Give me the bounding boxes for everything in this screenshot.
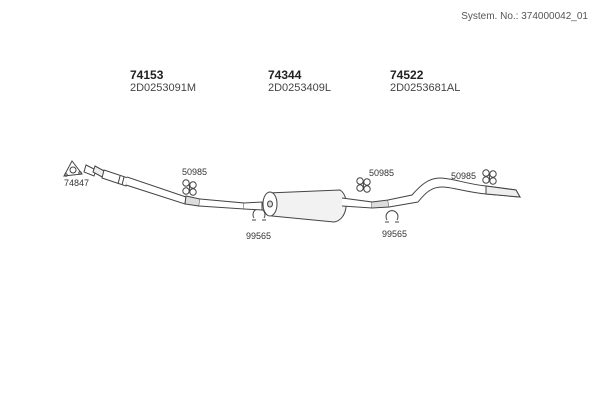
- rubber-hanger-icon: [182, 179, 197, 196]
- pipe-clamp-icon: [385, 210, 399, 223]
- rubber-hanger-icon: [356, 177, 371, 193]
- hanger-mid-label: 50985: [369, 168, 395, 178]
- tail-pipe: [371, 177, 521, 209]
- part-number: 74344: [268, 68, 302, 82]
- oem-code: 2D0253681AL: [390, 82, 461, 94]
- system-label: System. No.:: [461, 11, 519, 22]
- hanger-front-label: 50985: [182, 167, 208, 177]
- system-value: 374000042_01: [521, 11, 588, 22]
- hanger-rear-label: 50985: [451, 171, 477, 181]
- part-number: 74522: [390, 68, 424, 82]
- part-number: 74153: [130, 68, 164, 82]
- oem-code: 2D0253091M: [130, 82, 197, 94]
- oem-code: 2D0253409L: [268, 82, 332, 94]
- rubber-hanger-icon: [482, 169, 497, 185]
- gasket-label: 74847: [64, 178, 90, 188]
- system-number: System. No.: 374000042_01: [461, 11, 588, 22]
- part-group-tail-pipe: 74522 2D0253681AL: [390, 68, 460, 95]
- clamp-right-label: 99565: [382, 229, 408, 239]
- part-group-front-pipe: 74153 2D0253091M: [130, 68, 196, 95]
- clamp-left-label: 99565: [246, 231, 272, 241]
- middle-silencer: [243, 189, 373, 223]
- part-group-middle-silencer: 74344 2D0253409L: [268, 68, 331, 95]
- front-pipe: [83, 164, 245, 210]
- gasket-icon: [63, 160, 83, 177]
